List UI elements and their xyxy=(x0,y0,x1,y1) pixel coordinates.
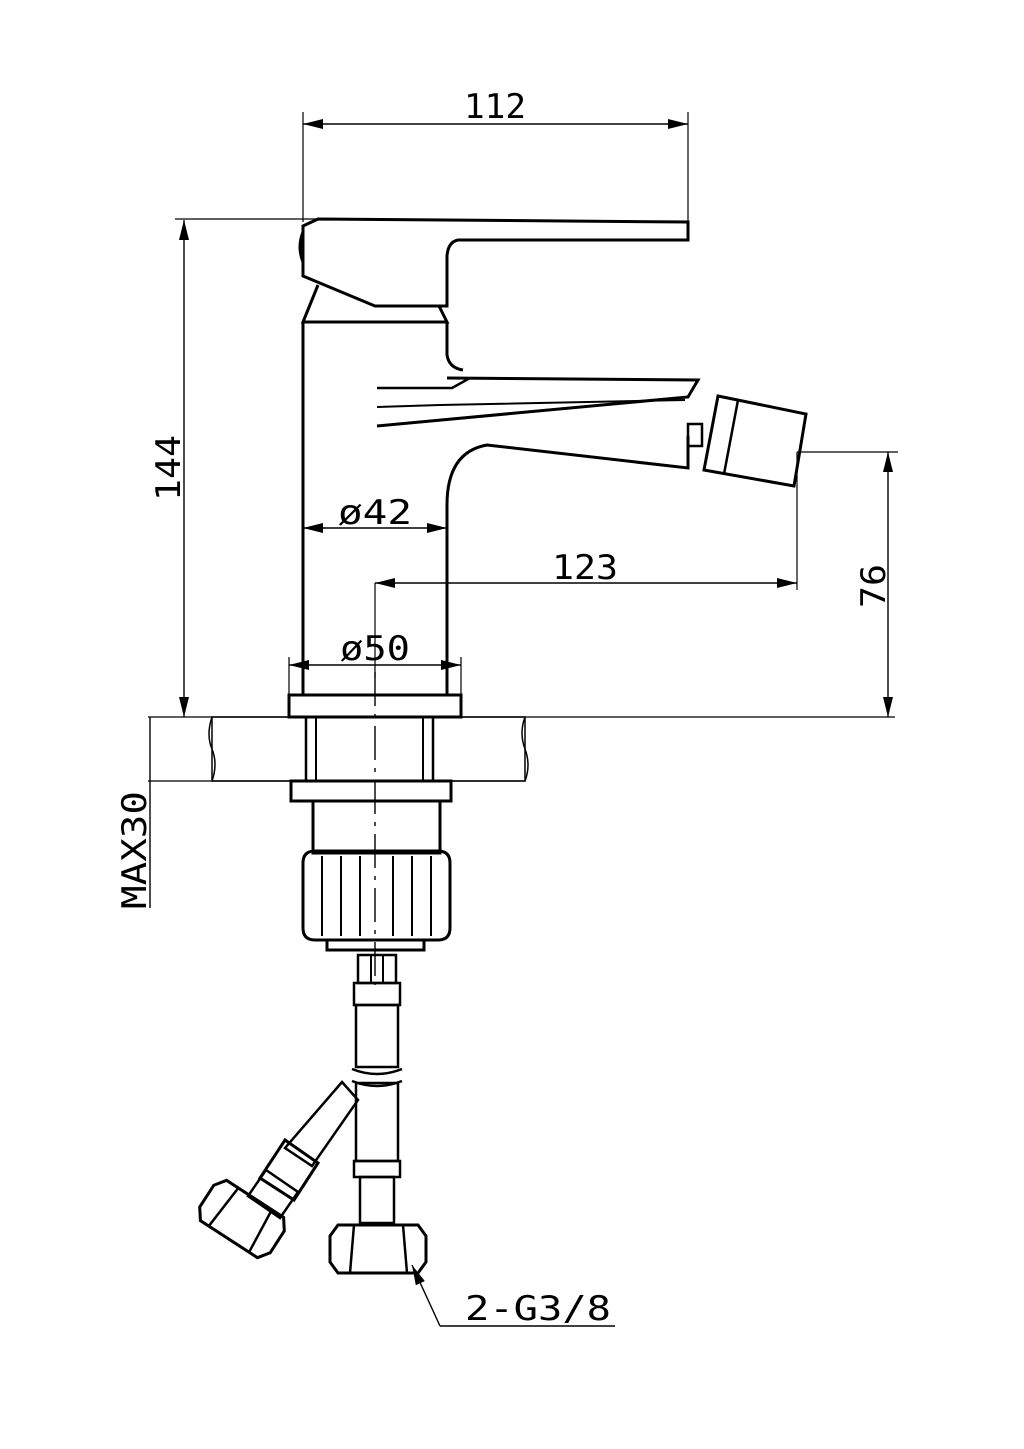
dimension-label-144: 144 xyxy=(149,435,189,501)
mounting-shank xyxy=(289,715,453,952)
faucet-body xyxy=(287,217,808,719)
dimension-label-112: 112 xyxy=(464,87,526,127)
dimension-123: 123 xyxy=(374,452,798,678)
dimension-112: 112 xyxy=(302,87,689,222)
dimension-label-max30: MAX30 xyxy=(115,791,155,909)
countertop xyxy=(148,716,895,782)
dimension-connection: 2-G3/8 xyxy=(411,1264,615,1329)
dimension-d42: ø42 xyxy=(303,493,447,533)
dimension-label-d50: ø50 xyxy=(340,629,410,669)
dimension-label-123: 123 xyxy=(552,548,618,588)
dimension-d50: ø50 xyxy=(288,629,462,695)
dimension-144: 144 xyxy=(149,218,318,717)
dimension-label-76: 76 xyxy=(854,564,894,608)
dimension-label-d42: ø42 xyxy=(338,493,412,533)
flexible-hoses xyxy=(198,953,428,1275)
dimension-label-connection: 2-G3/8 xyxy=(465,1289,611,1329)
dimension-76: 76 xyxy=(797,451,898,717)
dimension-max30: MAX30 xyxy=(115,717,155,909)
